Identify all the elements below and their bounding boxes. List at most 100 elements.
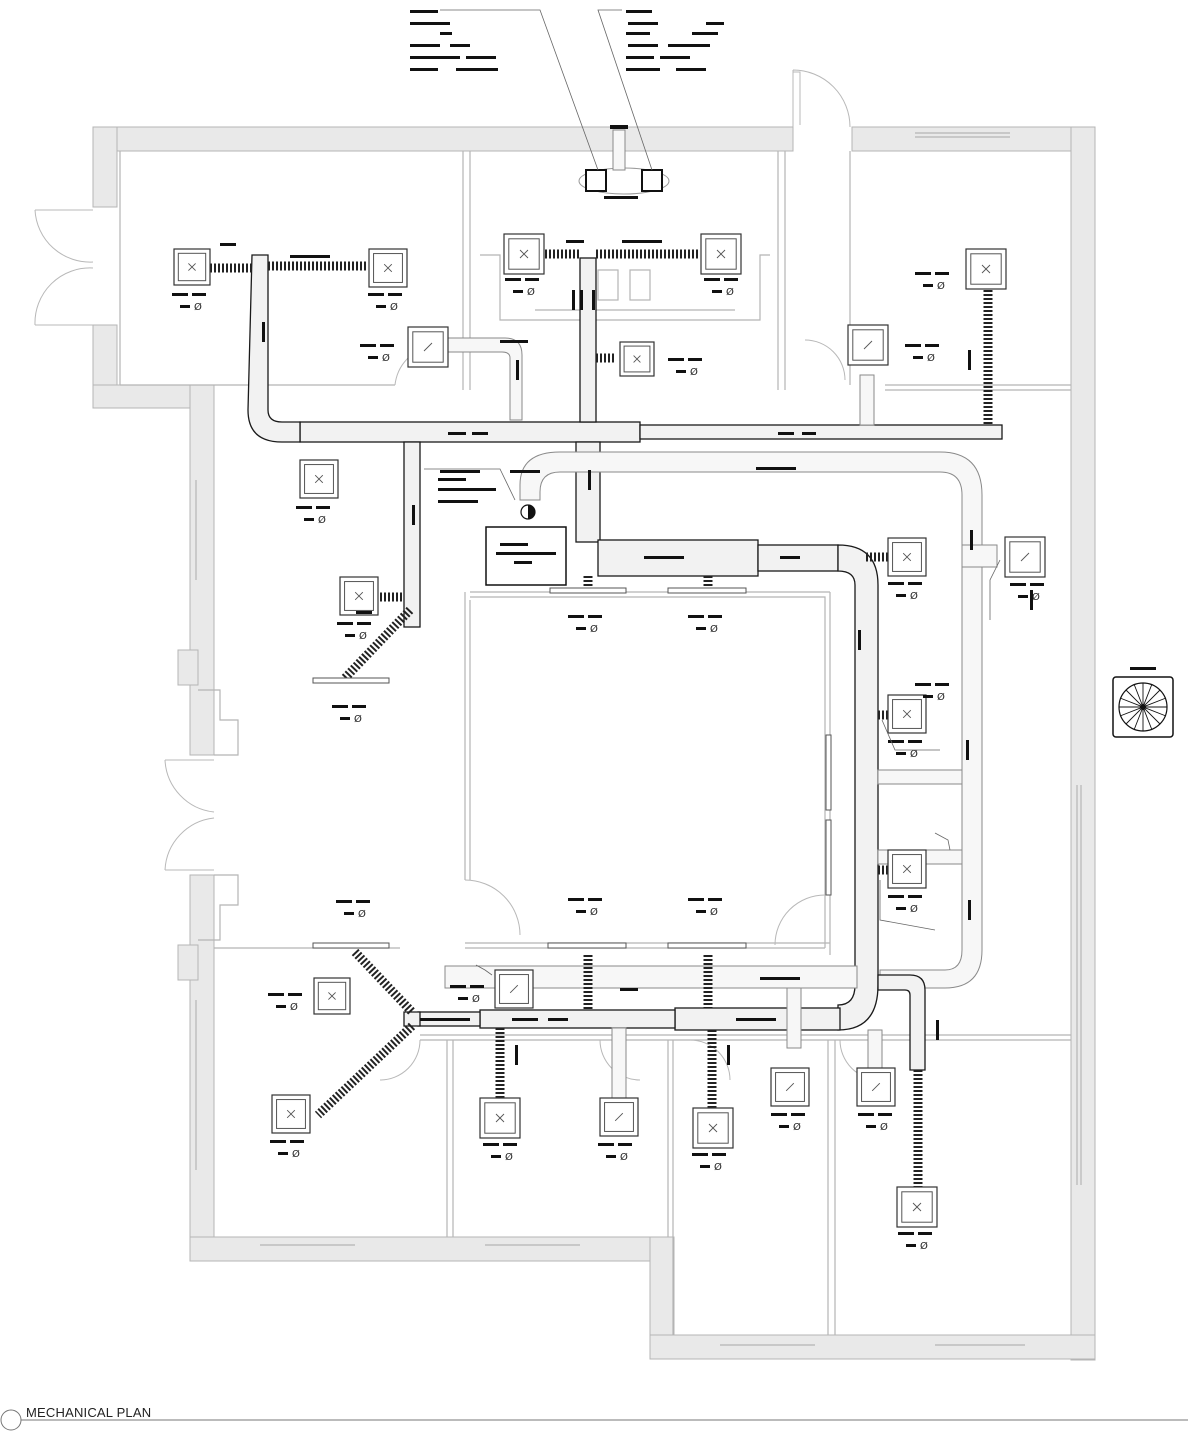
- tag-dash: [644, 556, 684, 559]
- diameter-symbol: Ø: [910, 590, 918, 602]
- diffuser-tag: Ø: [905, 344, 939, 364]
- tag-dash: [438, 488, 496, 491]
- equipment: [312, 125, 1174, 949]
- diffuser-tag: Ø: [172, 293, 206, 313]
- exhaust-fan-icon: [1112, 667, 1174, 738]
- tag-dash: [1030, 590, 1033, 610]
- tag-dash: [410, 56, 460, 59]
- diameter-symbol: Ø: [620, 1151, 628, 1163]
- diffuser-tag: Ø: [337, 622, 371, 642]
- tag-dash: [592, 290, 595, 310]
- tag-dash: [626, 68, 660, 71]
- tag-dash: [438, 500, 478, 503]
- tag-dash: [516, 360, 519, 380]
- supply-diffuser-icon: [368, 248, 408, 288]
- diffuser-tag: Ø: [888, 740, 922, 760]
- diameter-symbol: Ø: [318, 514, 326, 526]
- tag-dash: [580, 290, 583, 310]
- return-grille-icon: [494, 969, 534, 1009]
- tag-dash: [220, 243, 236, 246]
- supply-diffuser-icon: [339, 576, 379, 616]
- ceiling-diffusers: [173, 233, 1046, 1228]
- tag-dash: [622, 240, 662, 243]
- diffuser-tag: Ø: [568, 898, 602, 918]
- diffuser-tag: Ø: [336, 900, 370, 920]
- tag-dash: [736, 1018, 776, 1021]
- tag-dash: [706, 22, 724, 25]
- tag-dash: [628, 44, 658, 47]
- diffuser-tag: Ø: [888, 582, 922, 602]
- supply-diffuser-icon: [887, 849, 927, 889]
- tag-dash: [515, 1045, 518, 1065]
- diffuser-tag: Ø: [915, 272, 949, 292]
- diameter-symbol: Ø: [382, 352, 390, 364]
- diameter-symbol: Ø: [710, 623, 718, 635]
- building-walls: [92, 126, 1096, 1361]
- tag-dash: [410, 44, 440, 47]
- leader-lines: [424, 9, 1001, 976]
- air-handler-unit: [485, 526, 567, 586]
- diameter-symbol: Ø: [527, 286, 535, 298]
- tag-dash: [780, 556, 800, 559]
- drawing-title: MECHANICAL PLAN: [26, 1405, 151, 1420]
- supply-diffuser-icon: [299, 459, 339, 499]
- diameter-symbol: Ø: [590, 906, 598, 918]
- tag-dash: [410, 68, 438, 71]
- diameter-symbol: Ø: [505, 1151, 513, 1163]
- diffuser-tag: Ø: [688, 615, 722, 635]
- diameter-symbol: Ø: [793, 1121, 801, 1133]
- supply-diffuser-icon: [479, 1097, 521, 1139]
- roof-vent-pair: [578, 125, 670, 199]
- supply-diffuser-icon: [313, 977, 351, 1015]
- diffuser-tag: Ø: [915, 683, 949, 703]
- diameter-symbol: Ø: [358, 908, 366, 920]
- tag-dash: [356, 611, 372, 614]
- supply-diffuser-icon: [896, 1186, 938, 1228]
- tag-dash: [290, 255, 330, 258]
- tag-dash: [756, 467, 796, 470]
- tag-dash: [727, 1045, 730, 1065]
- supply-diffuser-icon: [692, 1107, 734, 1149]
- tag-dash: [802, 432, 816, 435]
- tag-dash: [676, 68, 706, 71]
- diameter-symbol: Ø: [194, 301, 202, 313]
- tag-dash: [438, 478, 466, 481]
- return-grille-icon: [770, 1067, 810, 1107]
- tag-dash: [626, 10, 652, 13]
- diffuser-tag: Ø: [360, 344, 394, 364]
- tag-dash: [440, 32, 452, 35]
- tag-dash: [936, 1020, 939, 1040]
- supply-diffuser-icon: [700, 233, 742, 275]
- diameter-symbol: Ø: [690, 366, 698, 378]
- diameter-symbol: Ø: [590, 623, 598, 635]
- tag-dash: [628, 22, 658, 25]
- tag-dash: [668, 44, 710, 47]
- tag-dash: [448, 432, 466, 435]
- diffuser-tag: Ø: [1010, 583, 1044, 603]
- tag-dash: [620, 988, 638, 991]
- diameter-symbol: Ø: [354, 713, 362, 725]
- diameter-symbol: Ø: [910, 748, 918, 760]
- diffuser-tag: Ø: [888, 895, 922, 915]
- diffuser-tag: Ø: [598, 1143, 632, 1163]
- tag-dash: [572, 290, 575, 310]
- tag-dash: [968, 900, 971, 920]
- tag-dash: [510, 470, 540, 473]
- tag-dash: [500, 340, 528, 343]
- diameter-symbol: Ø: [359, 630, 367, 642]
- tag-dash: [456, 68, 498, 71]
- tag-dash: [410, 22, 450, 25]
- diffuser-tag: Ø: [332, 705, 366, 725]
- return-grille-icon: [407, 326, 449, 368]
- tag-dash: [970, 530, 973, 550]
- flex-ducts: [210, 249, 993, 1190]
- diffuser-tag: Ø: [692, 1153, 726, 1173]
- supply-diffuser-icon: [887, 537, 927, 577]
- tag-dash: [412, 505, 415, 525]
- diffuser-tag: Ø: [450, 985, 484, 1005]
- diameter-symbol: Ø: [290, 1001, 298, 1013]
- diameter-symbol: Ø: [292, 1148, 300, 1160]
- return-grille-icon: [847, 324, 889, 366]
- diameter-symbol: Ø: [472, 993, 480, 1005]
